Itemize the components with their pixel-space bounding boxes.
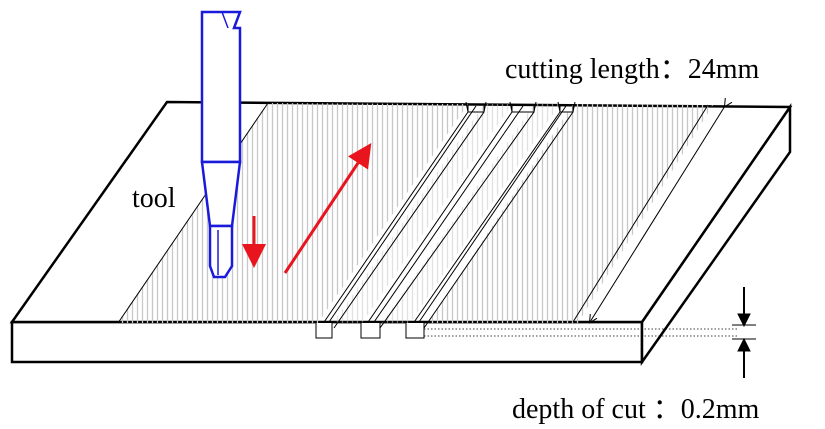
cutting-length-label: cutting length：24mm xyxy=(505,54,760,85)
depth-of-cut-dimension xyxy=(424,287,756,378)
tool-label: tool xyxy=(132,183,176,214)
tool-shank xyxy=(200,10,242,164)
grooves xyxy=(315,101,576,339)
tool-tip xyxy=(208,224,234,279)
cutting-tool xyxy=(200,10,242,279)
depth-of-cut-label: depth of cut ：0.2mm xyxy=(512,394,760,425)
feed-diagonal-arrow xyxy=(283,143,372,274)
cutting-length-dimension xyxy=(572,105,725,322)
tool-taper xyxy=(200,160,242,228)
motion-arrows xyxy=(242,143,372,274)
